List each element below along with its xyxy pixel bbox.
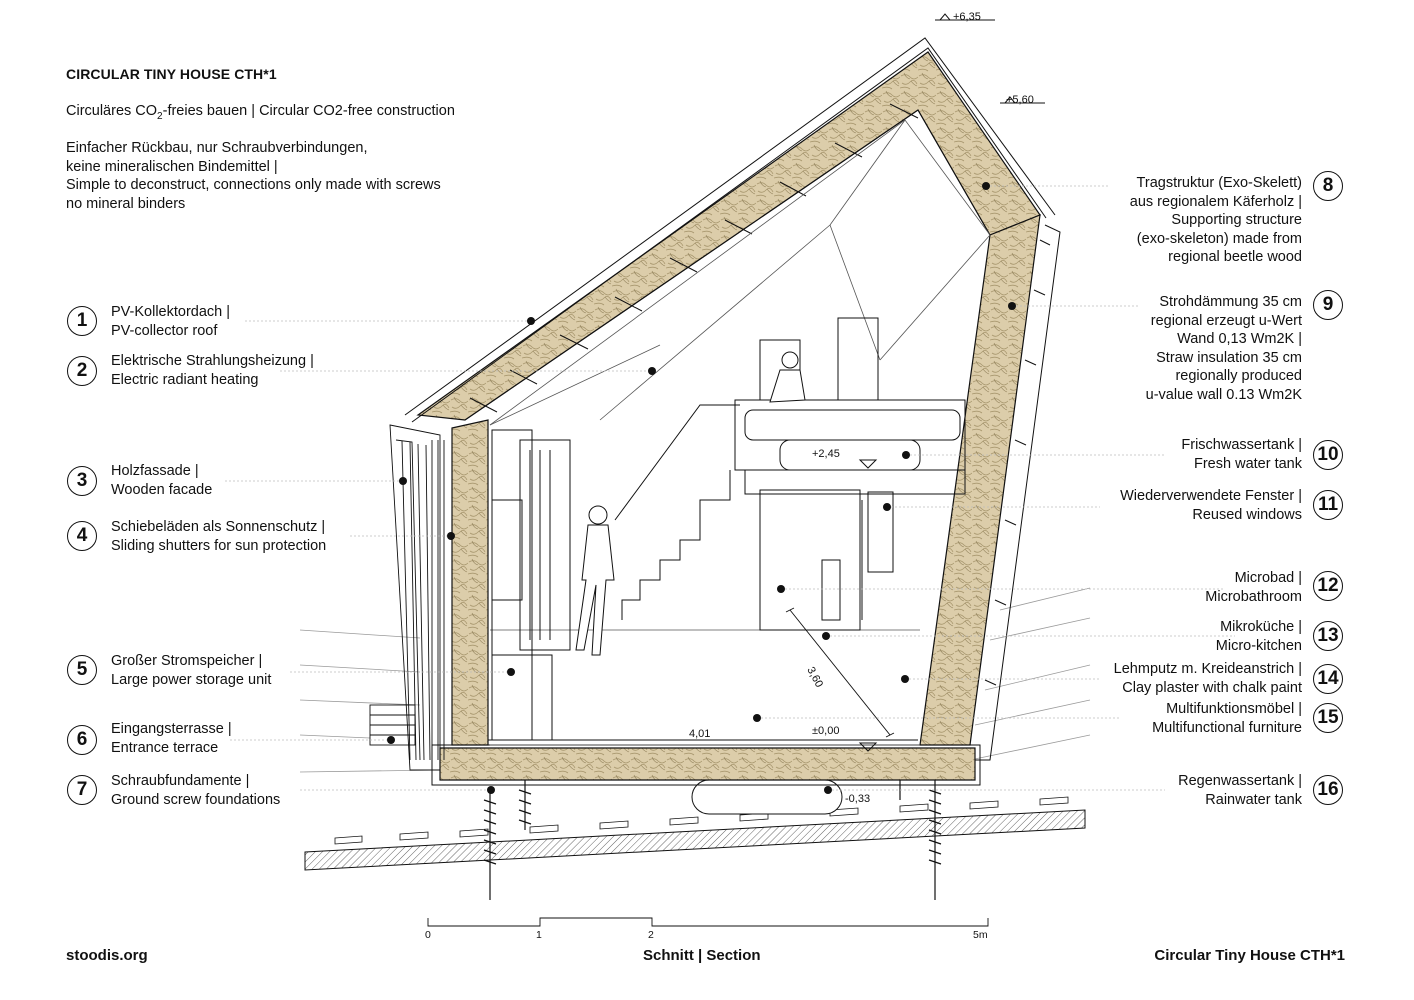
legend-number: 3 bbox=[67, 466, 97, 496]
dimension-width: 4,01 bbox=[689, 728, 711, 740]
scale-mark: 5m bbox=[973, 929, 988, 941]
roof-insulation bbox=[416, 51, 1041, 421]
level-top: +6,35 bbox=[953, 11, 981, 23]
level-floor: ±0,00 bbox=[812, 725, 840, 737]
legend-number: 16 bbox=[1313, 775, 1343, 805]
legend-number: 4 bbox=[67, 521, 97, 551]
legend-number: 7 bbox=[67, 775, 97, 805]
level-markers bbox=[858, 13, 1045, 752]
legend-label: Tragstruktur (Exo-Skelett)aus regionalem… bbox=[1129, 175, 1302, 265]
legend-label: Mikroküche |Micro-kitchen bbox=[1215, 619, 1302, 654]
legend-label: Schiebeläden als Sonnenschutz |Sliding s… bbox=[111, 519, 327, 554]
legend-label: Eingangsterrasse |Entrance terrace bbox=[111, 721, 232, 756]
legend-label: Multifunktionsmöbel |Multifunctional fur… bbox=[1152, 701, 1302, 736]
legend-label: Regenwassertank |Rainwater tank bbox=[1178, 773, 1302, 808]
interior-lines bbox=[489, 119, 991, 746]
legend-number: 14 bbox=[1313, 664, 1343, 694]
leader-dots bbox=[387, 182, 1016, 794]
page-title: CIRCULAR TINY HOUSE CTH*1 bbox=[66, 66, 277, 82]
scale-mark: 2 bbox=[648, 929, 654, 941]
loft bbox=[614, 317, 966, 620]
ground-screws bbox=[483, 780, 942, 900]
scale-mark: 0 bbox=[425, 929, 431, 941]
microbathroom bbox=[759, 489, 894, 631]
footer-project-name: Circular Tiny House CTH*1 bbox=[1154, 947, 1345, 964]
legend-label: Großer Stromspeicher |Large power storag… bbox=[111, 653, 272, 688]
legend-number: 8 bbox=[1313, 171, 1343, 201]
intro-line1: Circuläres CO2-freies bauen | Circular C… bbox=[66, 103, 455, 122]
leader-lines bbox=[225, 185, 1235, 791]
scale-bar bbox=[427, 917, 989, 927]
legend-label: Frischwassertank |Fresh water tank bbox=[1181, 437, 1302, 472]
legend-label: Schraubfundamente |Ground screw foundati… bbox=[111, 773, 281, 808]
legend-label: Microbad |Microbathroom bbox=[1205, 570, 1302, 605]
level-ridge: +5,60 bbox=[1006, 94, 1034, 106]
legend-label: Elektrische Strahlungsheizung |Electric … bbox=[111, 353, 314, 388]
legend-label: PV-Kollektordach |PV-collector roof bbox=[111, 304, 231, 339]
legend-number: 13 bbox=[1313, 621, 1343, 651]
legend-number: 12 bbox=[1313, 571, 1343, 601]
legend-label: Holzfassade |Wooden facade bbox=[111, 463, 213, 498]
legend-number: 11 bbox=[1313, 490, 1343, 520]
intro-description: Einfacher Rückbau, nur Schraubverbindung… bbox=[66, 140, 441, 212]
dimension-lines bbox=[488, 607, 918, 741]
ground-slope bbox=[304, 796, 1086, 871]
footer-section-title: Schnitt | Section bbox=[643, 947, 761, 964]
legend-label: Lehmputz m. Kreideanstrich |Clay plaster… bbox=[1113, 661, 1302, 696]
left-wall-insulation bbox=[451, 419, 489, 746]
person-figure bbox=[575, 351, 806, 656]
legend-label: Wiederverwendete Fenster |Reused windows bbox=[1120, 488, 1302, 523]
level-loft: +2,45 bbox=[812, 448, 840, 460]
scale-mark: 1 bbox=[536, 929, 542, 941]
legend-number: 9 bbox=[1313, 290, 1343, 320]
floor-insulation bbox=[439, 747, 976, 781]
facade-shutters bbox=[369, 424, 445, 771]
legend-number: 6 bbox=[67, 725, 97, 755]
storage-units bbox=[491, 429, 571, 741]
legend-number: 1 bbox=[67, 306, 97, 336]
legend-number: 15 bbox=[1313, 703, 1343, 733]
legend-number: 10 bbox=[1313, 440, 1343, 470]
legend-number: 5 bbox=[67, 655, 97, 685]
legend-number: 2 bbox=[67, 356, 97, 386]
level-tank: -0,33 bbox=[845, 793, 871, 805]
footer-website: stoodis.org bbox=[66, 947, 148, 964]
